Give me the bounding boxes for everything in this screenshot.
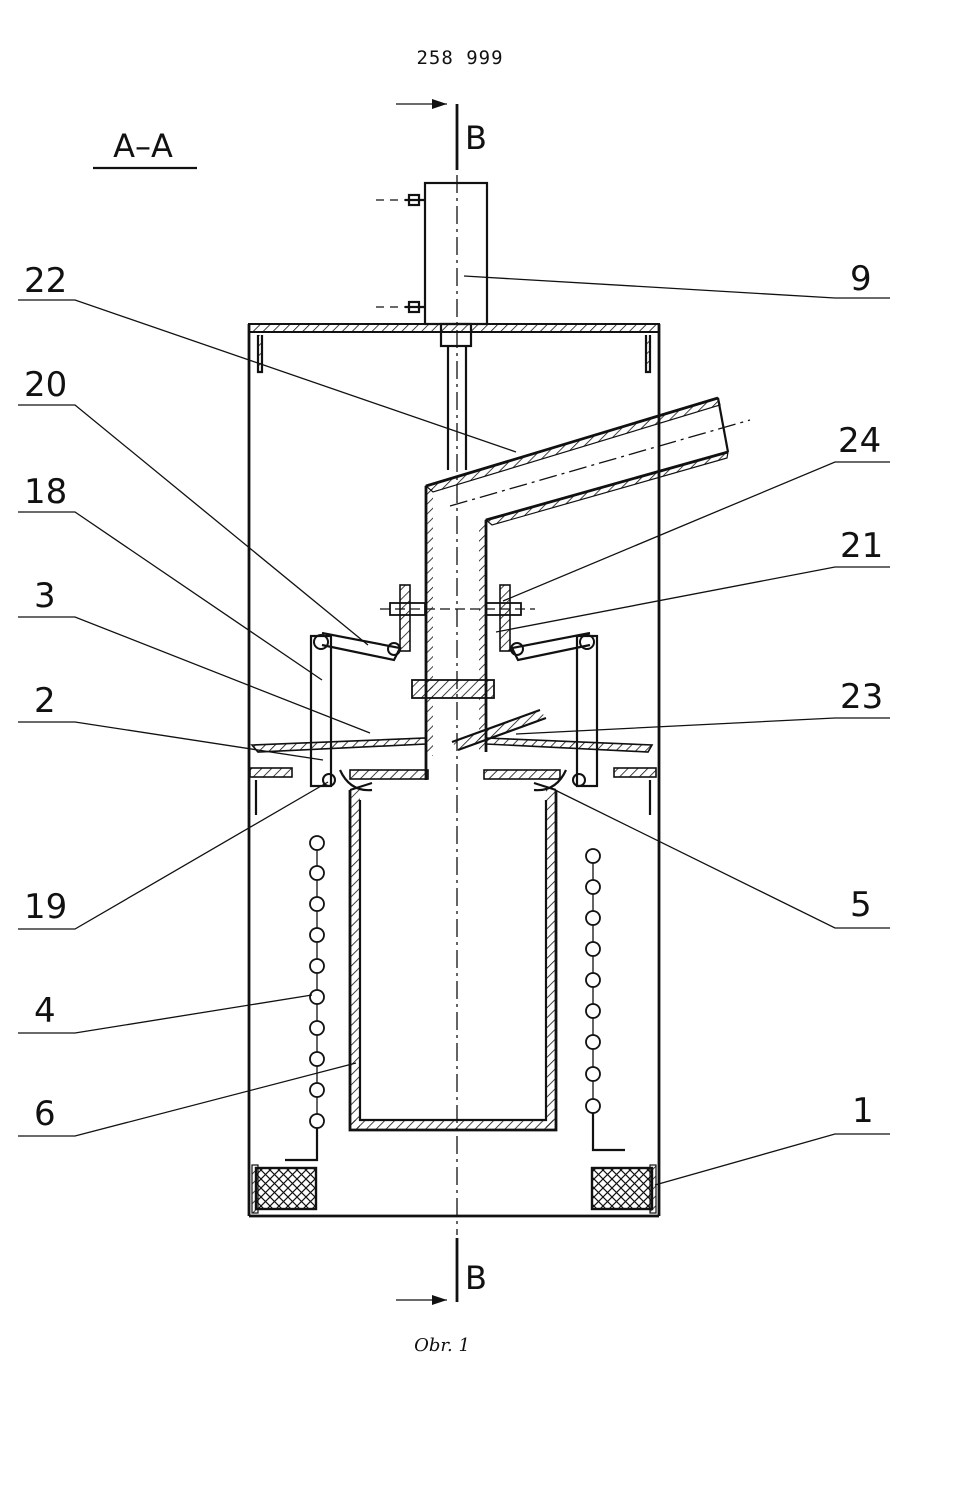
ref-1: 1 xyxy=(852,1091,874,1131)
ref-6: 6 xyxy=(34,1094,56,1134)
motor-unit xyxy=(376,181,489,348)
heating-coil-right xyxy=(585,848,625,1152)
patent-number: 258 999 xyxy=(416,47,503,69)
lever-mechanism xyxy=(309,631,599,792)
ref-24: 24 xyxy=(838,421,881,461)
leaders-right xyxy=(463,275,890,1186)
cut-label-bottom: B xyxy=(465,1259,487,1297)
section-title: A–A xyxy=(113,127,173,165)
insulation-blocks xyxy=(251,1164,657,1214)
cut-marker-bottom: B xyxy=(396,1238,487,1305)
cut-label-top: B xyxy=(465,119,487,157)
inner-vessel xyxy=(348,781,558,1132)
outer-housing xyxy=(247,323,661,1218)
ref-4: 4 xyxy=(34,991,56,1031)
ref-9: 9 xyxy=(850,259,872,299)
cut-marker-top: B xyxy=(396,99,487,170)
leaders-left xyxy=(18,299,517,1137)
ref-18: 18 xyxy=(24,472,67,512)
ref-2: 2 xyxy=(34,681,56,721)
ref-23: 23 xyxy=(840,677,883,717)
return-tube xyxy=(451,708,547,752)
heating-coil-left xyxy=(285,835,325,1162)
ref-21: 21 xyxy=(840,526,883,566)
ref-20: 20 xyxy=(24,365,67,405)
ref-22: 22 xyxy=(24,261,67,301)
lid-plate xyxy=(249,737,657,815)
drive-shaft xyxy=(446,346,468,470)
feed-pipe xyxy=(424,396,751,780)
pipe-brackets xyxy=(380,584,535,699)
figure-caption: Obr. 1 xyxy=(414,1335,470,1356)
ref-5: 5 xyxy=(850,885,872,925)
ref-19: 19 xyxy=(24,887,67,927)
ref-3: 3 xyxy=(34,576,56,616)
